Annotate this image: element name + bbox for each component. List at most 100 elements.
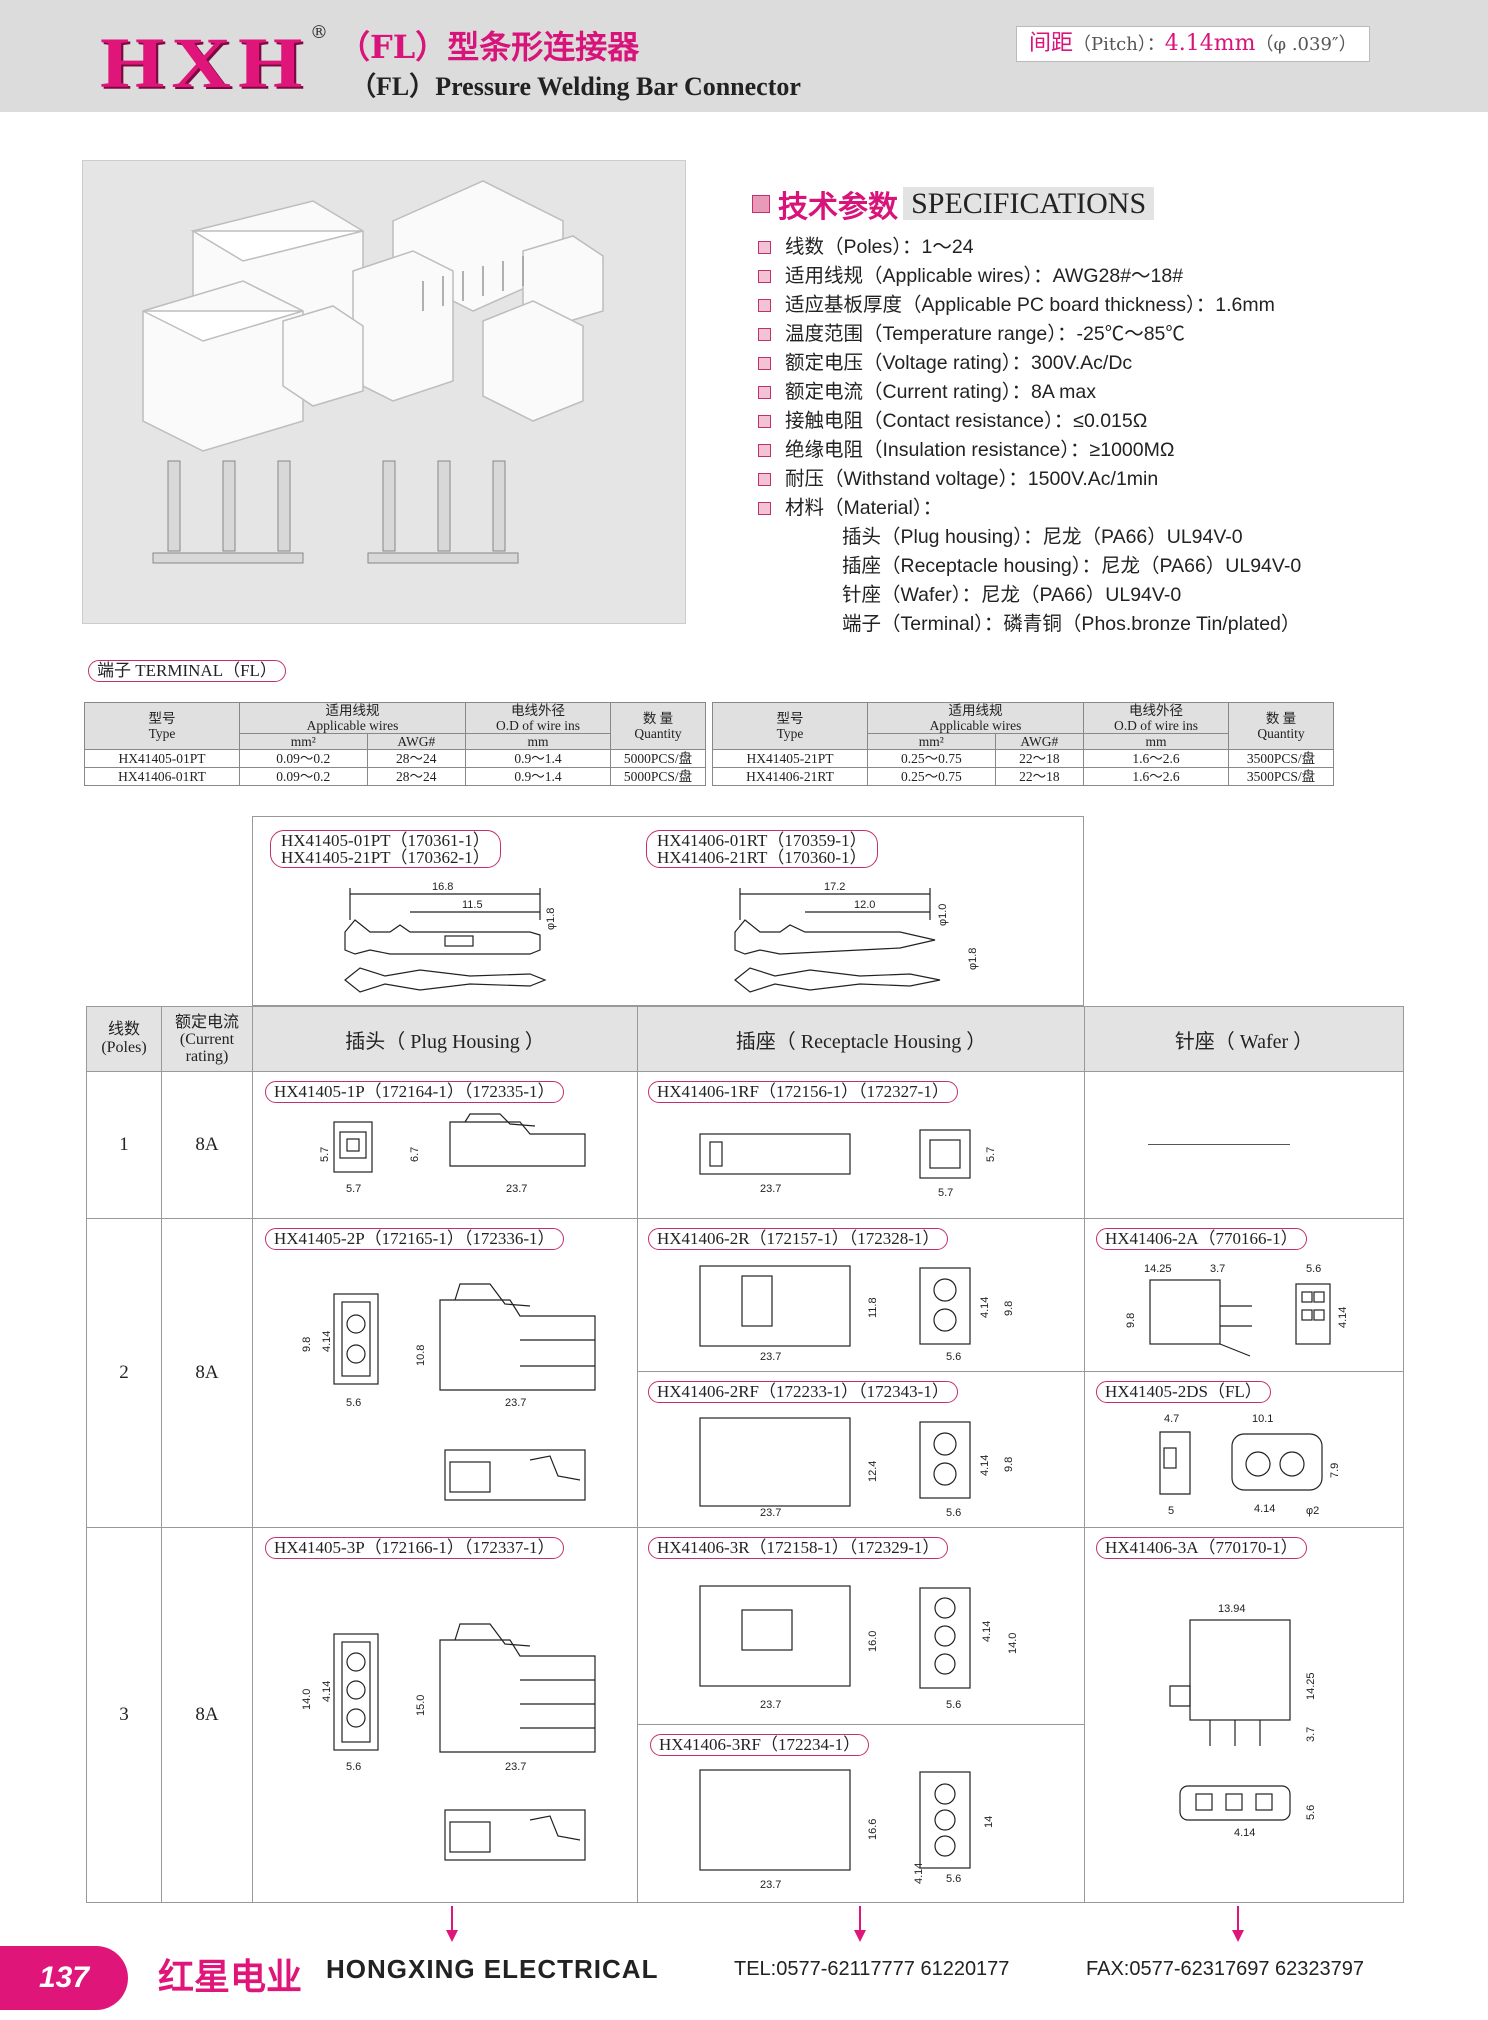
spec-item: 额定电流（Current rating）：8A max (758, 375, 1096, 404)
row-2-plug-drawing: 9.8 4.14 5.6 10.8 23.7 (301, 1283, 596, 1501)
bullet-icon (758, 444, 771, 458)
svg-text:4.7: 4.7 (1164, 1413, 1179, 1425)
part-label: HX41406-3RF（172234-1） (650, 1734, 870, 1756)
row-2-receptacle-drawing: 11.8 23.7 4.14 9.8 5.6 (699, 1265, 1015, 1363)
header-plug-housing: 插头（ Plug Housing ） (252, 1006, 638, 1072)
bullet-icon (758, 357, 771, 371)
svg-text:12.4: 12.4 (867, 1461, 879, 1482)
svg-text:4.14: 4.14 (981, 1621, 993, 1642)
part-label: HX41406-3R（172158-1）（172329-1） (648, 1537, 949, 1559)
row-1-wafer-cell (1084, 1071, 1404, 1219)
bullet-icon (758, 299, 771, 313)
svg-text:15.0: 15.0 (415, 1695, 427, 1716)
bullet-icon (758, 241, 771, 255)
pitch-label-cn: 间距 (1029, 31, 1074, 56)
bullet-icon (758, 270, 771, 284)
svg-text:23.7: 23.7 (760, 1183, 781, 1195)
spec-text: 材料（Material）： (785, 497, 943, 519)
page-number: 137 (0, 1946, 128, 2010)
terminal-drawings-box (252, 816, 1084, 1006)
svg-text:16.0: 16.0 (867, 1631, 879, 1652)
header-poles: 线数(Poles) (86, 1006, 162, 1072)
spec-text: 耐压（Withstand voltage）：1500V.Ac/1min (785, 468, 1159, 490)
svg-text:23.7: 23.7 (506, 1183, 527, 1195)
spec-text: 线数（Poles）：1～24 (785, 236, 974, 258)
svg-text:5.7: 5.7 (319, 1147, 331, 1162)
specifications-title-cn: 技术参数 (778, 190, 898, 225)
spec-item: 接触电阻（Contact resistance）：≤0.015Ω (758, 404, 1147, 433)
svg-text:14.0: 14.0 (301, 1689, 313, 1710)
terminal-label-right: HX41406-01RT（170359-1）HX41406-21RT（17036… (646, 830, 878, 868)
telephone: TEL:0577-62117777 61220177 (734, 1958, 1010, 1980)
dim-label: 12.0 (854, 899, 875, 911)
svg-text:23.7: 23.7 (505, 1761, 526, 1773)
pitch-value: 4.14mm (1164, 31, 1256, 56)
col-awg: AWG# (994, 733, 1085, 750)
row-3-current: 8A (161, 1527, 253, 1903)
bullet-icon (758, 386, 771, 400)
spec-text: 额定电流（Current rating）：8A max (785, 381, 1097, 403)
arrow-down-icon (854, 1906, 866, 1942)
svg-text:7.9: 7.9 (1329, 1463, 1341, 1478)
brand-name-en: HONGXING ELECTRICAL (326, 1954, 659, 1984)
material-item: 端子（Terminal）：磷青铜（Phos.bronze Tin/plated） (842, 613, 1301, 635)
svg-text:9.8: 9.8 (301, 1337, 313, 1352)
spec-item: 额定电压（Voltage rating）：300V.Ac/Dc (758, 346, 1132, 375)
no-wafer-dash (1148, 1144, 1290, 1145)
svg-text:5.6: 5.6 (946, 1351, 961, 1363)
product-photo (82, 160, 686, 624)
part-label: HX41406-2RF（172233-1）（172343-1） (648, 1381, 958, 1403)
col-od-unit: mm (1083, 733, 1229, 750)
row-1-current: 8A (161, 1071, 253, 1219)
svg-text:23.7: 23.7 (760, 1507, 781, 1519)
spec-item: 适应基板厚度（Applicable PC board thickness）：1.… (758, 288, 1275, 317)
svg-text:13.94: 13.94 (1218, 1603, 1246, 1615)
svg-text:5.6: 5.6 (346, 1761, 361, 1773)
part-label: HX41405-2P（172165-1）（172336-1） (265, 1228, 564, 1250)
svg-text:14.25: 14.25 (1144, 1263, 1172, 1275)
page-title-cn: （FL）型条形连接器 (338, 28, 640, 66)
arrow-down-icon (1232, 1906, 1244, 1942)
col-awg: AWG# (366, 733, 467, 750)
svg-text:4.14: 4.14 (1234, 1827, 1255, 1839)
row-3-wafer-drawing: 13.94 14.25 3.7 5.6 4.14 (1169, 1603, 1317, 1839)
svg-text:23.7: 23.7 (760, 1351, 781, 1363)
svg-text:23.7: 23.7 (760, 1879, 781, 1891)
svg-text:14.0: 14.0 (1007, 1633, 1019, 1654)
part-label: HX41405-1P（172164-1）（172335-1） (265, 1081, 564, 1103)
dim-label: φ1.0 (937, 904, 949, 926)
svg-text:10.8: 10.8 (415, 1345, 427, 1366)
brand-name-cn: 红星电业 (158, 1957, 303, 1998)
svg-text:5.7: 5.7 (985, 1147, 997, 1162)
bullet-square-icon (752, 195, 770, 213)
svg-text:5.6: 5.6 (346, 1397, 361, 1409)
part-label: HX41405-2DS（FL） (1096, 1381, 1271, 1403)
svg-text:10.1: 10.1 (1252, 1413, 1273, 1425)
svg-text:5.6: 5.6 (1305, 1805, 1317, 1820)
row-1-receptacle-drawing: 23.7 5.7 5.7 (699, 1129, 997, 1199)
svg-text:4.14: 4.14 (979, 1297, 991, 1318)
spec-item: 温度范围（Temperature range）：-25℃～85℃ (758, 317, 1185, 346)
product-photo-illustration (142, 180, 604, 564)
brand-logo: HXH (100, 23, 310, 103)
terminal-drawing-left: 16.8 11.5 φ1.8 (344, 881, 557, 993)
svg-text:3.7: 3.7 (1305, 1727, 1317, 1742)
spec-text: 绝缘电阻（Insulation resistance）：≥1000MΩ (785, 439, 1175, 461)
page-title-en: （FL）Pressure Welding Bar Connector (350, 72, 801, 101)
svg-text:3.7: 3.7 (1210, 1263, 1225, 1275)
specifications-heading: 技术参数 SPECIFICATIONS (752, 182, 1155, 225)
svg-text:9.8: 9.8 (1003, 1301, 1015, 1316)
svg-text:φ2: φ2 (1306, 1505, 1319, 1517)
svg-text:16.6: 16.6 (867, 1819, 879, 1840)
material-item: 插头（Plug housing）：尼龙（PA66）UL94V-0 (842, 526, 1243, 548)
